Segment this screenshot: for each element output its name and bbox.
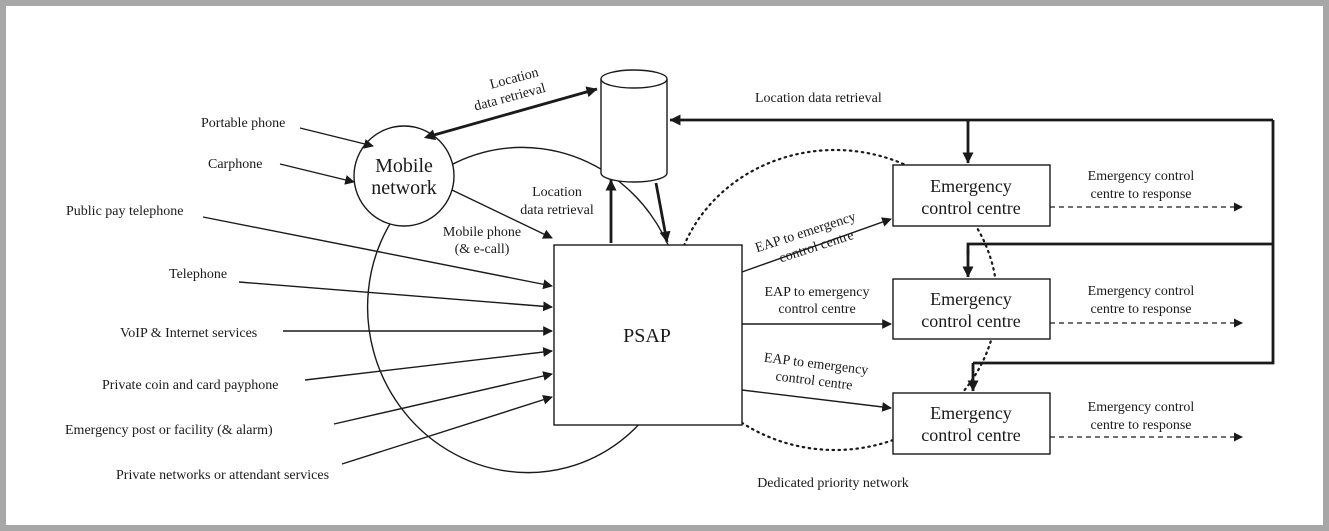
label-public-pay-telephone: Public pay telephone <box>66 204 183 219</box>
label-response-3-line1: Emergency control <box>1088 400 1195 415</box>
arrow-psap-to-ecc3 <box>741 389 892 412</box>
label-private-networks: Private networks or attendant services <box>116 468 329 483</box>
arrow-db-to-psap <box>654 182 671 243</box>
ecc-1-label-2: control centre <box>921 198 1020 218</box>
ecc-3-label-2: control centre <box>921 425 1020 445</box>
label-voip: VoIP & Internet services <box>120 326 257 341</box>
arrow-location-db-mobile <box>423 86 598 141</box>
ecc-box-1: Emergency control centre <box>892 164 1051 227</box>
label-private-coin: Private coin and card payphone <box>102 378 279 393</box>
label-dedicated-network: Dedicated priority network <box>757 476 909 491</box>
arrow-carphone <box>279 163 355 185</box>
ecc-box-2: Emergency control centre <box>892 278 1051 340</box>
arrow-portable-phone <box>299 127 374 149</box>
location-database-icon <box>600 69 668 183</box>
label-eap-2-line2: control centre <box>778 302 855 317</box>
arrow-emergency-post <box>333 371 553 425</box>
label-portable-phone: Portable phone <box>201 116 285 131</box>
arrow-public-pay-telephone <box>202 216 553 290</box>
mobile-network-label-2: network <box>371 177 437 199</box>
label-mobile-phone-1: Mobile phone <box>443 225 521 240</box>
label-eap-3: EAP to emergency control centre <box>763 351 869 394</box>
label-telephone: Telephone <box>169 267 227 282</box>
ecc-box-3: Emergency control centre <box>892 392 1051 455</box>
ecc-3-label-1: Emergency <box>930 403 1012 423</box>
label-mobile-phone-2: (& e-call) <box>455 242 510 257</box>
arrow-psap-to-ecc1 <box>741 217 892 273</box>
mobile-network-label-1: Mobile <box>375 155 433 177</box>
label-location-mid-2: data retrieval <box>520 203 594 218</box>
arrow-private-coin <box>304 347 553 381</box>
psap-label: PSAP <box>623 325 671 347</box>
ecc-1-label-1: Emergency <box>930 176 1012 196</box>
location-retrieval-loop <box>973 120 1275 365</box>
label-response-2-line1: Emergency control <box>1088 284 1195 299</box>
label-carphone: Carphone <box>208 157 262 172</box>
arrow-telephone <box>238 281 553 312</box>
loop-branch-ecc2 <box>966 242 1273 255</box>
label-location-mid-1: Location <box>532 185 582 200</box>
label-response-1-line2: centre to response <box>1090 187 1191 202</box>
label-eap-2-line1: EAP to emergency <box>765 285 870 300</box>
ecc-2-label-2: control centre <box>921 311 1020 331</box>
ecc-2-label-1: Emergency <box>930 289 1012 309</box>
arrow-mobile-to-psap <box>451 189 553 239</box>
label-location-right: Location data retrieval <box>755 91 882 106</box>
label-eap-1: EAP to emergency control centre <box>753 210 857 267</box>
psap-box <box>553 244 743 426</box>
label-response-2-line2: centre to response <box>1090 302 1191 317</box>
label-response-3-line2: centre to response <box>1090 418 1191 433</box>
arrow-private-networks <box>341 395 553 465</box>
label-emergency-post: Emergency post or facility (& alarm) <box>65 423 273 438</box>
label-response-1-line1: Emergency control <box>1088 169 1195 184</box>
